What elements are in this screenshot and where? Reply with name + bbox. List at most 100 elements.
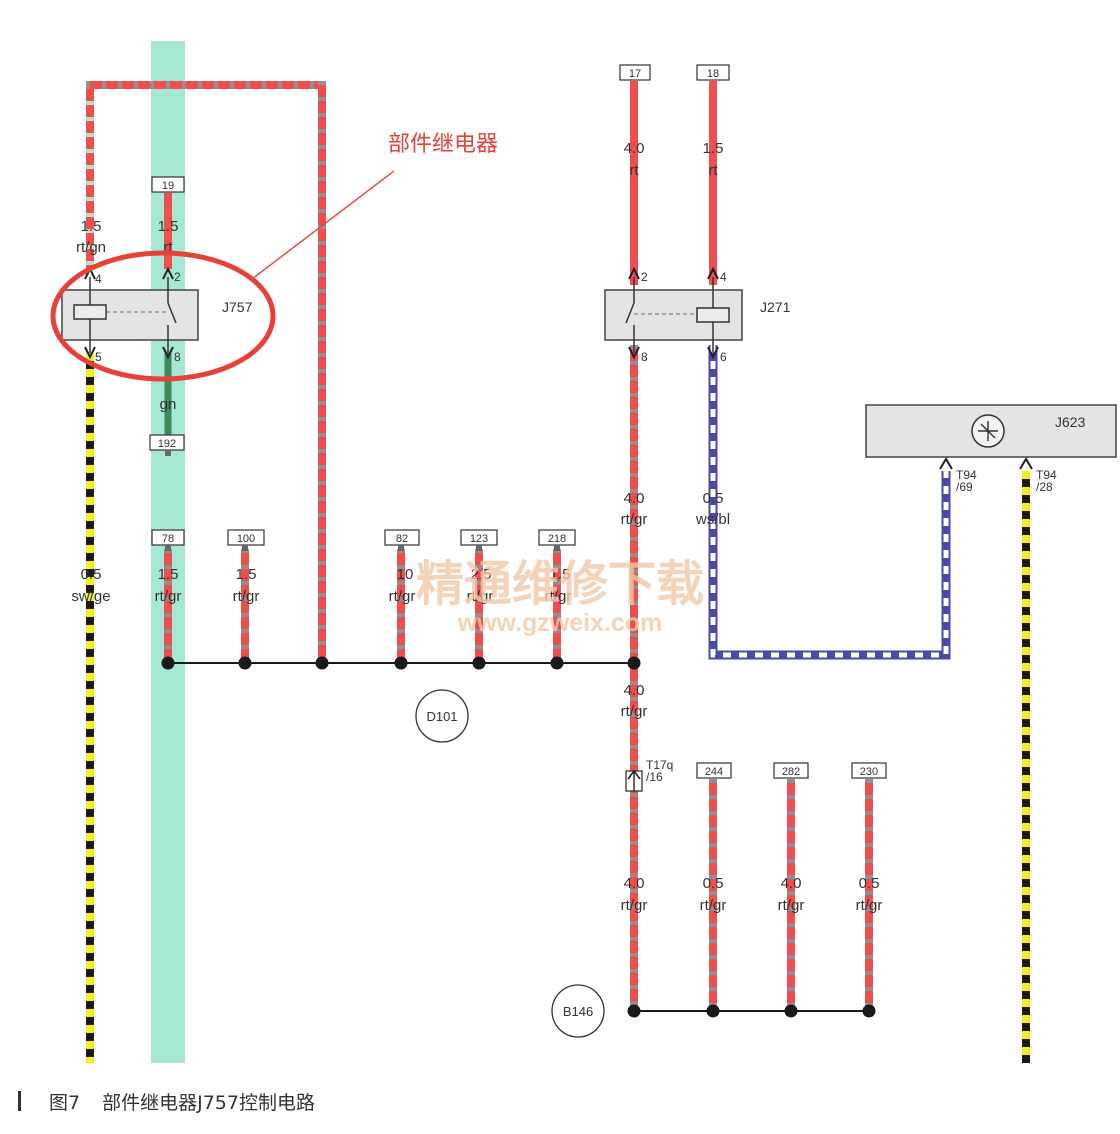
pin-label: 8: [174, 350, 181, 364]
wire-color: rt/gr: [856, 897, 883, 914]
svg-text:B146: B146: [563, 1004, 593, 1019]
pin-label: 4: [720, 270, 727, 284]
pin-label: T94/28: [1036, 468, 1057, 494]
figure-number: 图7: [49, 1091, 81, 1114]
terminal-123: 123: [460, 529, 498, 546]
wire-size: 4.0: [781, 875, 802, 892]
junction-dot: [315, 656, 329, 670]
watermark: 精通维修下载 www.gzweix.com: [416, 558, 704, 637]
svg-text:D101: D101: [426, 709, 457, 724]
junction-dot: [238, 656, 252, 670]
terminal-19: 19: [151, 176, 185, 193]
wire-color: gn: [160, 396, 177, 413]
svg-text:218: 218: [548, 533, 566, 545]
wire-color: rt/gr: [621, 897, 648, 914]
wire-color: rt/gr: [778, 897, 805, 914]
svg-text:82: 82: [396, 533, 408, 545]
svg-text:100: 100: [237, 533, 255, 545]
wire-size: 4.0: [624, 140, 645, 157]
wire-size: 0.5: [81, 566, 102, 583]
junction-dot: [161, 656, 175, 670]
ecu-label: J623: [1055, 414, 1086, 430]
svg-text:www.gzweix.com: www.gzweix.com: [457, 609, 663, 637]
wire-size: 1.5: [158, 566, 179, 583]
caption-bar: [18, 1091, 21, 1111]
pin-label: 8: [641, 350, 648, 364]
wire-color: rt/gr: [467, 588, 494, 605]
pin-label: 2: [174, 270, 181, 284]
annotation-ellipse: [50, 250, 276, 382]
junction-dot: [627, 656, 641, 670]
wire-color: rt/gr: [621, 703, 648, 720]
figure-caption: 图7 部件继电器J757控制电路: [18, 1086, 315, 1116]
terminal-244: 244: [696, 762, 732, 779]
svg-text:78: 78: [162, 533, 174, 545]
svg-text:123: 123: [470, 533, 488, 545]
connector-label: T17q/16: [646, 758, 673, 784]
wire-color: rt/gn: [76, 239, 106, 256]
wire-color: rt: [163, 239, 173, 256]
wire-color: ws/bl: [695, 511, 730, 528]
svg-text:192: 192: [158, 438, 176, 450]
annotation: 部件继电器: [50, 131, 498, 382]
junction-dot: [550, 656, 564, 670]
pin-label: T94/69: [956, 468, 977, 494]
wire-color: rt: [708, 162, 718, 179]
wire-size: 1.5: [550, 566, 571, 583]
wire-size: 0.5: [859, 875, 880, 892]
terminal-282: 282: [773, 762, 809, 779]
wire-color: rt/gr: [155, 588, 182, 605]
junction-dot: [862, 1004, 876, 1018]
terminal-78: 78: [151, 529, 185, 546]
wire-color: rt: [629, 162, 639, 179]
svg-text:17: 17: [629, 68, 641, 80]
wire-size: 2.5: [471, 566, 492, 583]
svg-text:19: 19: [162, 180, 174, 192]
ground-b146: B146: [551, 984, 605, 1038]
junction-dot: [394, 656, 408, 670]
junction-dot: [706, 1004, 720, 1018]
pin-label: 4: [95, 272, 102, 286]
pin-label: 2: [641, 270, 648, 284]
wire-color: rt/gr: [700, 897, 727, 914]
wire-color: rt/gr: [545, 588, 572, 605]
junction-dot: [627, 1004, 641, 1018]
wire-size: 0.5: [703, 875, 724, 892]
annotation-label: 部件继电器: [388, 131, 498, 156]
terminal-100: 100: [227, 529, 265, 546]
wire-size: 4.0: [624, 875, 645, 892]
svg-text:230: 230: [860, 766, 878, 778]
svg-text:精通维修下载: 精通维修下载: [416, 558, 704, 611]
wire-size: 0.5: [703, 490, 724, 507]
wire-size: 1.5: [81, 218, 102, 235]
wire-size: 1.5: [236, 566, 257, 583]
terminal-218: 218: [538, 529, 576, 546]
ground-d101: D101: [415, 689, 469, 743]
wire-size: 1.5: [158, 218, 179, 235]
svg-text:244: 244: [705, 766, 723, 778]
pin-label: 5: [95, 350, 102, 364]
wire-color: rt/gr: [389, 588, 416, 605]
wire-size: 1.5: [703, 140, 724, 157]
relay-label: J757: [222, 299, 253, 315]
relay-j757: 4 2 5 8 J757: [61, 266, 253, 364]
wire-size: 10: [397, 566, 414, 583]
relay-j271: 2 4 8 6 J271: [604, 266, 791, 364]
ecu-j623: J623 T94/69 T94/28: [865, 404, 1117, 494]
relay-label: J271: [760, 299, 791, 315]
wire-size: 4.0: [624, 682, 645, 699]
junction-dot: [784, 1004, 798, 1018]
terminal-18: 18: [696, 64, 730, 81]
wire-size: 4.0: [624, 490, 645, 507]
wire-color: sw/ge: [71, 588, 110, 605]
pin-label: 6: [720, 350, 727, 364]
svg-text:282: 282: [782, 766, 800, 778]
connector-t17q: T17q/16: [625, 758, 673, 792]
annotation-leader: [251, 170, 395, 280]
figure-title: 部件继电器J757控制电路: [102, 1091, 315, 1114]
wire-color: rt/gr: [233, 588, 260, 605]
wire-ws-bl: [708, 345, 951, 660]
svg-text:18: 18: [707, 68, 719, 80]
terminal-192: 192: [149, 434, 185, 451]
